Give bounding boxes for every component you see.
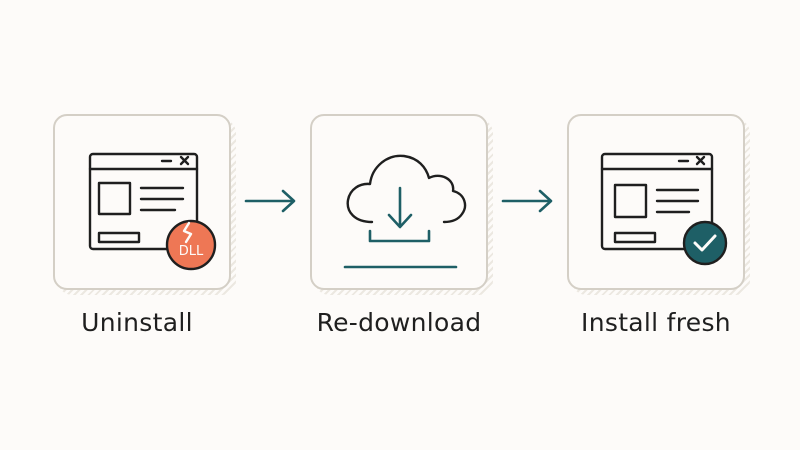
step-card-uninstall: DLL	[53, 114, 231, 290]
arrow-right-icon	[244, 189, 296, 213]
check-badge	[682, 220, 728, 266]
arrow-right-icon	[501, 189, 553, 213]
step-card-redownload	[310, 114, 488, 290]
step-label-install-fresh: Install fresh	[581, 308, 731, 337]
step-card-install-fresh	[567, 114, 745, 290]
dll-badge-text: DLL	[179, 244, 204, 259]
app-window-broken-dll-icon: DLL	[88, 152, 217, 271]
step-label-redownload: Re-download	[316, 308, 482, 337]
step-label-uninstall: Uninstall	[81, 308, 193, 337]
cloud-download-icon	[343, 154, 467, 269]
app-window-check-icon	[600, 152, 728, 266]
dll-badge: DLL	[165, 219, 217, 271]
